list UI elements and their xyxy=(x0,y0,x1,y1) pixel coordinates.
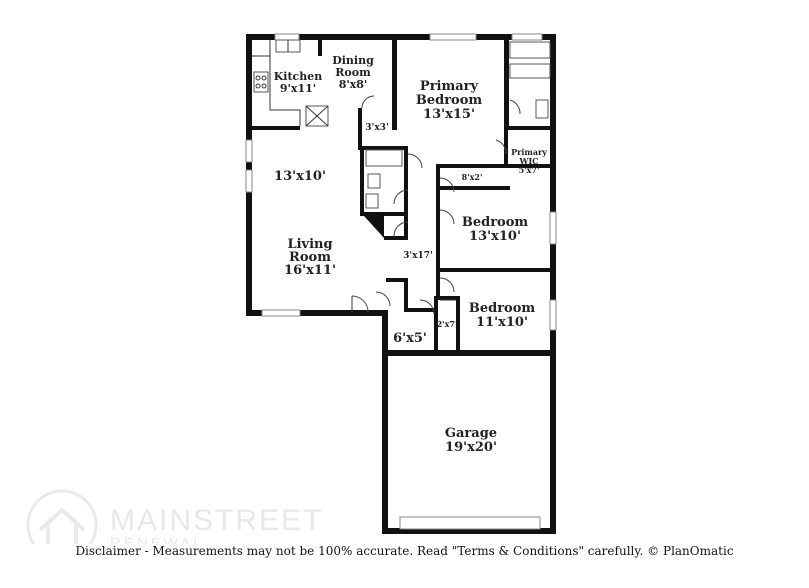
watermark-logo-house-icon xyxy=(38,507,86,544)
primary-bedroom-name-1: Primary xyxy=(420,79,479,94)
closet-8x2-size: 8'x2' xyxy=(462,172,483,182)
hall-size: 3'x17' xyxy=(403,251,433,261)
dining-name-1: Dining xyxy=(332,54,374,67)
room-labels: Kitchen 9'x11' Dining Room 8'x8' Primary… xyxy=(274,54,548,455)
primary-bedroom-size: 13'x15' xyxy=(423,107,475,122)
living-name-1: Living xyxy=(287,237,332,252)
fixtures xyxy=(252,39,551,209)
closet-2x7-size: 2'x7' xyxy=(437,319,458,329)
dining-size: 8'x8' xyxy=(339,78,368,91)
primary-wic-size: 5'x7' xyxy=(519,165,540,175)
bedroom3-name: Bedroom xyxy=(469,301,536,316)
watermark-logo: MAINSTREET RENEWAL xyxy=(26,489,323,544)
doors xyxy=(351,95,521,315)
bedroom2-size: 13'x10' xyxy=(469,229,521,244)
watermark-sub: RENEWAL xyxy=(110,535,205,544)
pantry-size: 3'x3' xyxy=(365,123,388,133)
bedroom3-size: 11'x10' xyxy=(476,315,528,330)
windows xyxy=(245,33,557,530)
living-size: 16'x11' xyxy=(284,263,336,278)
interior-walls xyxy=(252,34,556,356)
dining-name-2: Room xyxy=(335,66,371,79)
living-upper-size: 13'x10' xyxy=(274,169,326,184)
kitchen-name: Kitchen xyxy=(274,70,323,83)
primary-wic-name-1: Primary xyxy=(511,147,547,157)
garage-name: Garage xyxy=(445,426,497,441)
disclaimer-text: Disclaimer - Measurements may not be 100… xyxy=(75,544,734,558)
primary-wic-name-2: WIC xyxy=(518,156,538,166)
laundry-size: 6'x5' xyxy=(393,331,427,346)
garage-size: 19'x20' xyxy=(445,440,497,455)
exterior-walls xyxy=(246,34,556,534)
watermark-brand: MAINSTREET xyxy=(110,504,323,537)
bedroom2-name: Bedroom xyxy=(462,215,529,230)
watermark-logo-circle xyxy=(26,489,98,544)
living-name-2: Room xyxy=(289,250,331,265)
primary-bedroom-name-2: Bedroom xyxy=(416,93,483,108)
kitchen-size: 9'x11' xyxy=(280,82,316,95)
floor-plan: MAINSTREET RENEWAL xyxy=(26,33,557,544)
